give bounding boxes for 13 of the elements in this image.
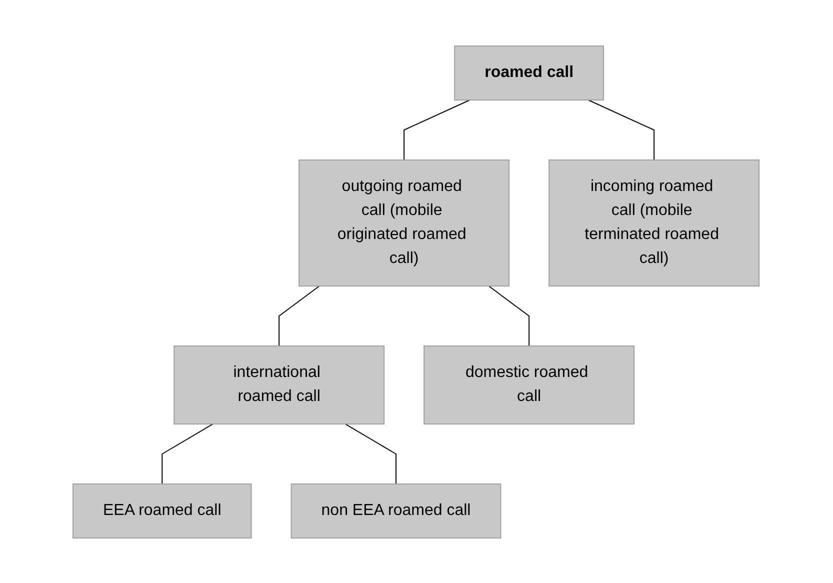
connector	[488, 285, 530, 346]
connector	[588, 99, 656, 160]
node-box: international roamed call	[174, 345, 386, 424]
connector	[345, 423, 397, 484]
node-box: non EEA roamed call	[291, 482, 502, 538]
node-box: roamed call	[454, 45, 604, 100]
connector	[279, 285, 320, 346]
connector	[404, 99, 471, 160]
node-box: outgoing roamed call (mobile originated roamed call)	[299, 159, 510, 286]
node-box: incoming roamed call (mobile terminated roamed call)	[549, 159, 760, 286]
connector	[162, 423, 214, 484]
node-box: domestic roamed call	[424, 345, 636, 424]
node-box: EEA roamed call	[72, 482, 252, 538]
